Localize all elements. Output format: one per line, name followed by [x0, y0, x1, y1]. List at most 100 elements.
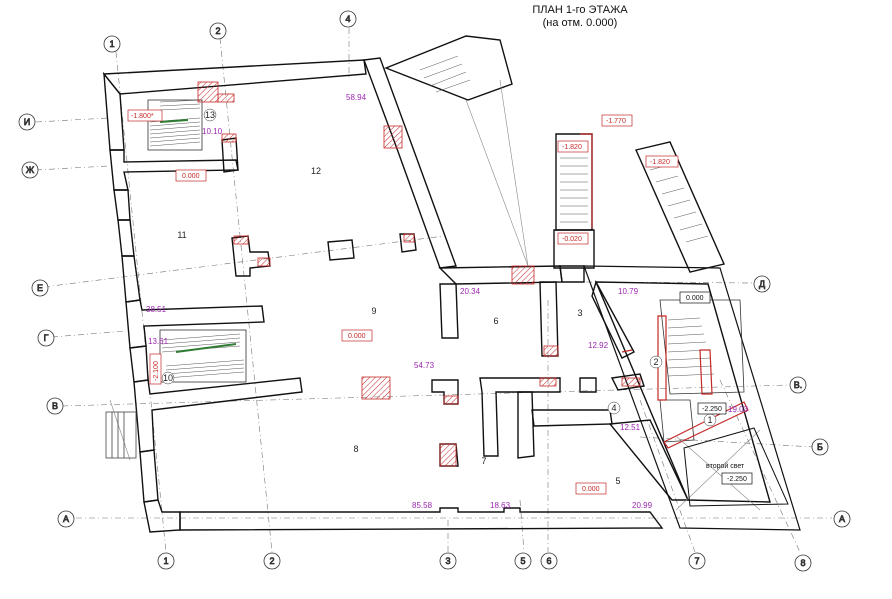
axis-G: Г	[37, 329, 55, 347]
axis-label-3-bottom: 3	[445, 556, 450, 566]
svg-text:-1.770: -1.770	[606, 118, 626, 125]
area-58-94: 58.94	[346, 93, 367, 102]
level-mark-6: -1.770	[601, 114, 633, 127]
plan-title-line2: (на отм. 0.000)	[542, 17, 618, 29]
area-20-99: 20.99	[632, 501, 653, 510]
room-numbers: 13 12 11 9 10 8 6 3 2 4 1 7 5	[161, 108, 717, 486]
area-13-61: 13.61	[148, 337, 169, 346]
level-mark-10: 0.000	[679, 291, 711, 304]
area-38-51: 38.51	[146, 305, 167, 314]
level-marks: -1.800* 0.000 0.000 -2.100 -1.820 -1.770…	[127, 109, 753, 495]
svg-text:-1.820: -1.820	[650, 159, 670, 166]
room-13: 13	[203, 108, 217, 122]
axis-label-2-top: 2	[215, 26, 220, 36]
axis-B: Б	[811, 438, 829, 456]
level-mark-3: 0.000	[341, 329, 373, 342]
area-54-73: 54.73	[414, 361, 435, 370]
second-light-area	[683, 427, 789, 507]
svg-text:-0.020: -0.020	[562, 236, 582, 243]
room-3: 3	[577, 308, 582, 318]
svg-text:-2.250: -2.250	[702, 406, 722, 413]
room-12: 12	[311, 166, 321, 176]
axis-label-D: Д	[759, 279, 765, 289]
room-4: 4	[607, 401, 621, 415]
axis-label-4-top: 4	[345, 14, 350, 24]
grid-lines	[35, 28, 832, 553]
svg-text:1: 1	[707, 415, 712, 425]
section-lines	[109, 79, 761, 511]
area-85-58: 85.58	[412, 501, 433, 510]
axis-V-right: В.	[789, 376, 807, 394]
area-19-03: 19.03	[728, 405, 749, 414]
axis-D: Д	[753, 275, 771, 293]
axis-A-right: А	[833, 510, 851, 528]
demolition-hatches	[197, 81, 641, 467]
area-20-34: 20.34	[460, 287, 481, 296]
svg-text:-1.800*: -1.800*	[131, 113, 154, 120]
svg-text:-2.250: -2.250	[727, 476, 747, 483]
axis-label-E: Е	[37, 283, 43, 293]
level-mark-9: 0.000	[575, 482, 607, 495]
room-2: 2	[649, 355, 663, 369]
level-mark-7: -1.820	[645, 155, 679, 168]
axis-A-left: А	[57, 510, 75, 528]
axis-label-A-left: А	[63, 514, 69, 524]
axis-2-top: 2	[209, 22, 227, 40]
level-mark-11: -2.250	[697, 402, 727, 415]
svg-text:0.000: 0.000	[582, 486, 600, 493]
room-1: 1	[703, 413, 717, 427]
axis-label-7-bottom: 7	[694, 556, 699, 566]
axis-2-bottom: 2	[263, 552, 281, 570]
axis-label-V-left: В	[52, 401, 58, 411]
room-areas: 58.94 10.10 38.51 13.61 20.34 10.79 12.9…	[146, 93, 749, 510]
room-9: 9	[371, 306, 376, 316]
axis-label-1-top: 1	[109, 39, 114, 49]
axis-label-B: Б	[817, 442, 823, 452]
axis-1-top: 1	[103, 35, 121, 53]
axis-label-V-right: В.	[794, 380, 803, 390]
axis-7-bottom: 7	[688, 552, 706, 570]
axis-label-8-bottom: 8	[800, 558, 805, 568]
axis-I: И	[18, 113, 36, 131]
axis-3-bottom: 3	[439, 552, 457, 570]
axis-label-5-bottom: 5	[520, 556, 525, 566]
area-10-79: 10.79	[618, 287, 639, 296]
svg-text:0.000: 0.000	[348, 333, 366, 340]
axis-label-Zh: Ж	[26, 165, 35, 175]
room-10: 10	[161, 371, 175, 385]
level-mark-4: -2.100	[149, 353, 162, 385]
room-11: 11	[177, 230, 186, 240]
axis-label-A-right: А	[839, 514, 845, 524]
axis-E: Е	[31, 279, 49, 297]
plan-title-line1: ПЛАН 1-го ЭТАЖА	[532, 4, 628, 16]
stair-arrows	[159, 119, 237, 353]
level-mark-8: -0.020	[557, 232, 589, 245]
room-8: 8	[353, 444, 358, 454]
svg-text:2: 2	[653, 357, 658, 367]
axis-V-left: В	[46, 397, 64, 415]
axis-markers: 1 2 4 1 2 3 5 6 7 8 И Ж Е Г В Д В. Б А А	[18, 10, 851, 572]
level-mark-12: -2.250	[721, 472, 753, 485]
svg-text:0.000: 0.000	[182, 173, 200, 180]
axis-5-bottom: 5	[514, 552, 532, 570]
level-mark-5: -1.820	[557, 140, 589, 153]
svg-text:13: 13	[205, 110, 215, 120]
axis-Zh: Ж	[21, 161, 39, 179]
axis-1-bottom: 1	[157, 552, 175, 570]
red-stair-walls	[580, 133, 749, 449]
second-light-note: второй свет	[706, 462, 745, 470]
room-7: 7	[481, 456, 486, 466]
area-12-92: 12.92	[588, 341, 609, 350]
svg-text:0.000: 0.000	[686, 295, 704, 302]
axis-label-I: И	[24, 117, 30, 127]
plan-title: ПЛАН 1-го ЭТАЖА (на отм. 0.000)	[500, 4, 660, 30]
room-6: 6	[493, 316, 498, 326]
area-12-51: 12.51	[620, 423, 641, 432]
axis-label-6-bottom: 6	[546, 556, 551, 566]
axis-6-bottom: 6	[540, 552, 558, 570]
axis-8-bottom: 8	[794, 554, 812, 572]
svg-text:10: 10	[163, 373, 173, 383]
level-mark-2: 0.000	[175, 169, 207, 182]
